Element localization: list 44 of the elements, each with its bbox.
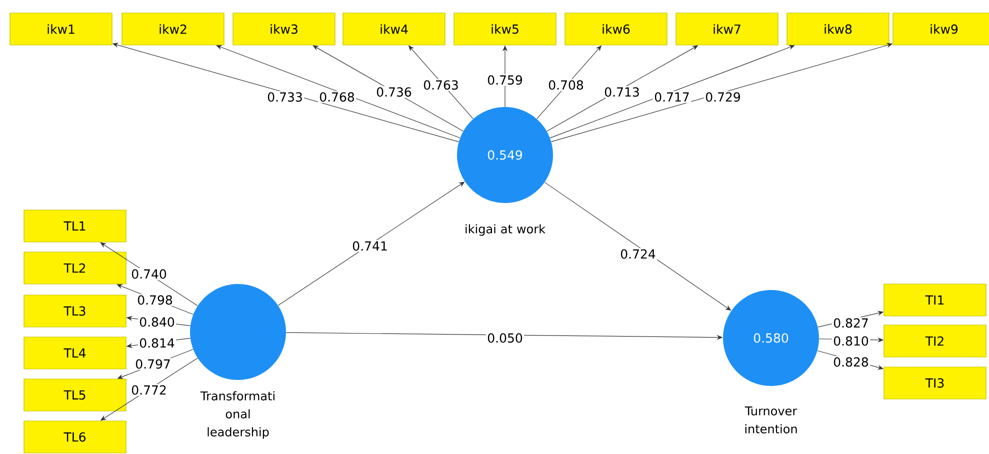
edge-label: 0.717 (652, 91, 692, 103)
indicator-box: TL4 (24, 336, 126, 370)
edge-label: 0.713 (602, 86, 642, 98)
edge-label: 0.798 (136, 294, 174, 306)
indicator-box: TL3 (24, 294, 126, 328)
edge-label: 0.729 (704, 91, 742, 103)
edge-label: 0.840 (138, 316, 176, 328)
edge-label: 0.827 (832, 317, 870, 329)
edge-label: 0.050 (486, 332, 524, 344)
indicator-box: ikw1 (10, 12, 112, 46)
indicator-box: ikw5 (454, 12, 556, 46)
indicator-box: TI1 (884, 284, 986, 316)
indicator-box: TI3 (884, 366, 986, 400)
indicator-box: TL5 (24, 378, 126, 412)
edge-label: 0.736 (374, 86, 414, 98)
edge-label: 0.828 (832, 356, 870, 368)
indicator-box: TI2 (884, 324, 986, 358)
node-caption: Transformati onal leadership (200, 391, 274, 439)
indicator-box: ikw9 (892, 12, 989, 46)
node-caption: Turnover intention (744, 406, 798, 434)
indicator-box: TL6 (24, 420, 126, 454)
edge-label: 0.708 (546, 79, 586, 91)
edge-label: 0.768 (318, 91, 356, 103)
edge-label: 0.810 (832, 335, 870, 347)
indicator-box: ikw6 (564, 12, 668, 46)
arrow (312, 45, 464, 132)
indicator-box: ikw8 (786, 12, 890, 46)
construct-circle (190, 284, 286, 380)
node-caption: ikigai at work (466, 224, 546, 236)
indicator-box: TL2 (24, 252, 126, 284)
indicator-box: ikw2 (122, 12, 224, 46)
indicator-box: ikw3 (232, 12, 336, 46)
edge-label: 0.724 (618, 248, 658, 260)
edge-label: 0.741 (350, 240, 390, 252)
edge-label: 0.759 (486, 74, 524, 86)
indicator-box: TL1 (24, 210, 126, 242)
edge-label: 0.733 (266, 91, 304, 103)
edge-label: 0.740 (130, 268, 168, 280)
indicator-box: ikw7 (676, 12, 778, 46)
edge-label: 0.772 (130, 384, 168, 396)
indicator-box: ikw4 (342, 12, 446, 46)
edge-label: 0.814 (138, 337, 176, 349)
edge-label: 0.797 (134, 358, 172, 370)
edge-label: 0.763 (422, 79, 460, 91)
